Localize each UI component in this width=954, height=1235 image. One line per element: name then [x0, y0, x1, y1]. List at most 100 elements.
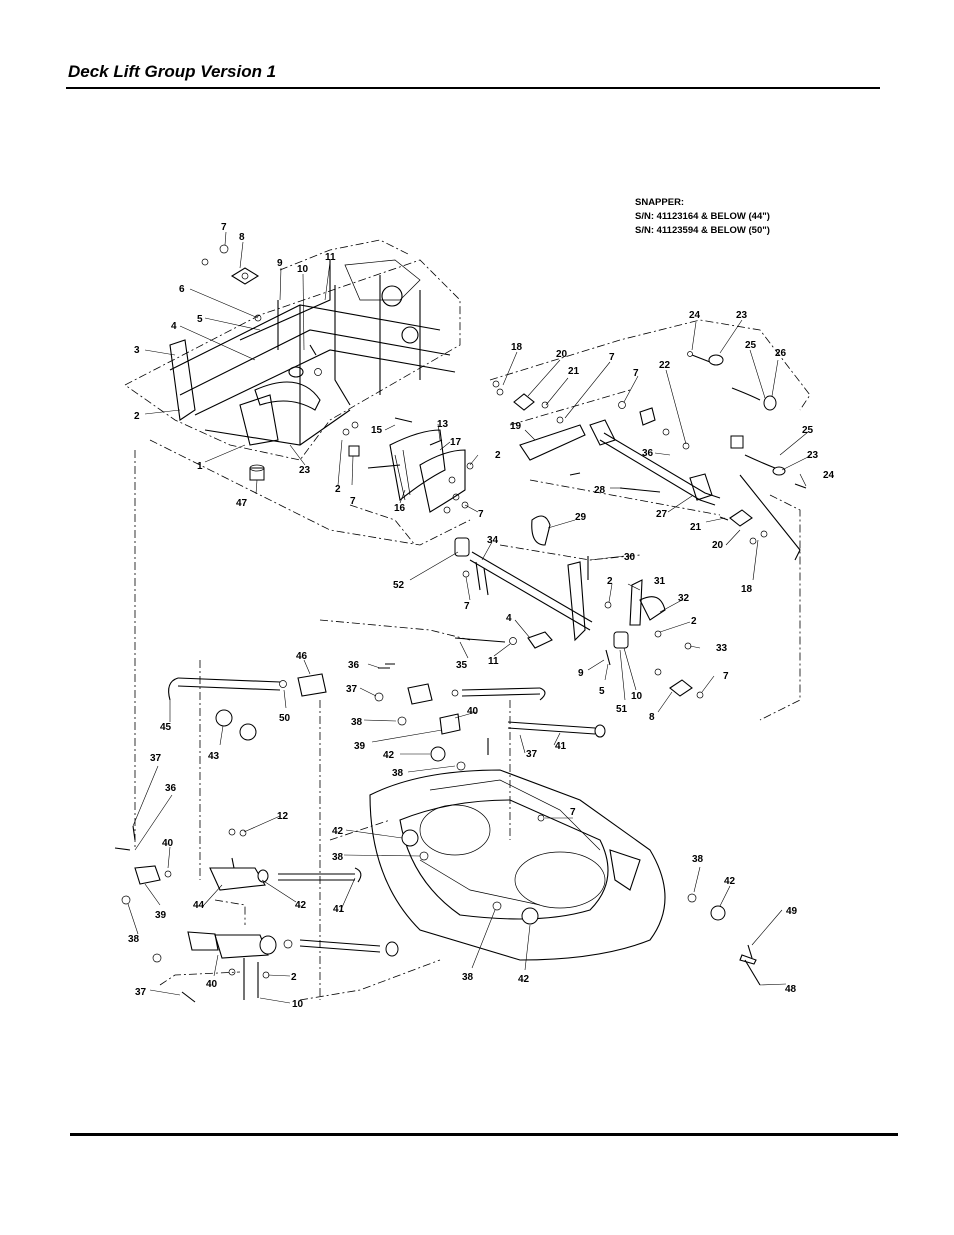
callout-41: 41 — [555, 741, 567, 752]
callout-42: 42 — [724, 876, 736, 887]
callout-40: 40 — [467, 706, 479, 717]
callout-7: 7 — [478, 509, 484, 520]
callout-41: 41 — [333, 904, 345, 915]
callout-7: 7 — [570, 807, 576, 818]
callout-labels: 7 8 9 10 11 6 5 4 3 2 1 47 23 2 7 15 13 … — [128, 222, 835, 1010]
callout-25: 25 — [745, 340, 757, 351]
callout-19: 19 — [510, 421, 522, 432]
callout-7: 7 — [609, 352, 615, 363]
callout-37: 37 — [346, 684, 358, 695]
callout-42: 42 — [518, 974, 530, 985]
callout-21: 21 — [568, 366, 580, 377]
callout-7: 7 — [350, 496, 356, 507]
callout-38: 38 — [692, 854, 704, 865]
callout-20: 20 — [712, 540, 724, 551]
callout-35: 35 — [456, 660, 468, 671]
callout-23: 23 — [736, 310, 748, 321]
callout-8: 8 — [239, 232, 245, 243]
callout-42: 42 — [332, 826, 344, 837]
callout-51: 51 — [616, 704, 628, 715]
callout-36: 36 — [642, 448, 654, 459]
callout-40: 40 — [206, 979, 218, 990]
callout-22: 22 — [659, 360, 671, 371]
callout-39: 39 — [354, 741, 366, 752]
callout-36: 36 — [165, 783, 177, 794]
leader-lines — [127, 231, 811, 1004]
callout-4: 4 — [506, 613, 512, 624]
callout-7: 7 — [723, 671, 729, 682]
callout-11: 11 — [325, 252, 336, 263]
callout-24: 24 — [689, 310, 701, 321]
callout-9: 9 — [578, 668, 584, 679]
callout-31: 31 — [654, 576, 666, 587]
callout-6: 6 — [179, 284, 185, 295]
callout-16: 16 — [394, 503, 406, 514]
callout-30: 30 — [624, 552, 636, 563]
callout-4: 4 — [171, 321, 177, 332]
callout-20: 20 — [556, 349, 568, 360]
header-rule — [66, 87, 880, 89]
callout-10: 10 — [292, 999, 304, 1010]
callout-45: 45 — [160, 722, 172, 733]
callout-7: 7 — [633, 368, 639, 379]
callout-23: 23 — [807, 450, 819, 461]
callout-50: 50 — [279, 713, 291, 724]
callout-49: 49 — [786, 906, 798, 917]
callout-2: 2 — [691, 616, 697, 627]
note-line-1: SNAPPER: — [635, 197, 684, 208]
callout-25: 25 — [802, 425, 814, 436]
callout-11: 11 — [488, 656, 499, 667]
callout-13: 13 — [437, 419, 449, 430]
callout-39: 39 — [155, 910, 167, 921]
callout-43: 43 — [208, 751, 220, 762]
callout-37: 37 — [526, 749, 538, 760]
callout-42: 42 — [295, 900, 307, 911]
callout-8: 8 — [649, 712, 655, 723]
callout-17: 17 — [450, 437, 462, 448]
callout-27: 27 — [656, 509, 668, 520]
center-lift-shaft — [319, 515, 704, 699]
callout-38: 38 — [332, 852, 344, 863]
callout-18: 18 — [511, 342, 523, 353]
callout-37: 37 — [150, 753, 162, 764]
model-note: SNAPPER: S/N: 41123164 & BELOW (44") S/N… — [635, 197, 770, 236]
mower-frame — [124, 239, 471, 546]
callout-24: 24 — [823, 470, 835, 481]
callout-5: 5 — [599, 686, 605, 697]
deck-pivot-hardware — [687, 893, 761, 986]
callout-28: 28 — [594, 485, 606, 496]
callout-32: 32 — [678, 593, 690, 604]
height-sector-plates — [349, 417, 474, 546]
callout-5: 5 — [197, 314, 203, 325]
callout-7: 7 — [464, 601, 470, 612]
callout-38: 38 — [128, 934, 140, 945]
callout-1: 1 — [197, 461, 203, 472]
rockshaft-assembly — [489, 319, 811, 721]
callout-33: 33 — [716, 643, 728, 654]
page-title: Deck Lift Group Version 1 — [68, 62, 277, 81]
callout-40: 40 — [162, 838, 174, 849]
callout-2: 2 — [495, 450, 501, 461]
callout-23: 23 — [299, 465, 311, 476]
callout-37: 37 — [135, 987, 147, 998]
callout-12: 12 — [277, 811, 289, 822]
callout-38: 38 — [462, 972, 474, 983]
callout-7: 7 — [221, 222, 227, 233]
callout-34: 34 — [487, 535, 499, 546]
callout-42: 42 — [383, 750, 395, 761]
callout-38: 38 — [392, 768, 404, 779]
callout-2: 2 — [291, 972, 297, 983]
callout-44: 44 — [193, 900, 205, 911]
note-line-2: S/N: 41123164 & BELOW (44") — [635, 211, 770, 222]
front-deck-hangers — [114, 825, 399, 1003]
callout-9: 9 — [277, 258, 283, 269]
callout-2: 2 — [607, 576, 613, 587]
mower-deck — [299, 769, 666, 1001]
callout-52: 52 — [393, 580, 405, 591]
callout-36: 36 — [348, 660, 360, 671]
callout-10: 10 — [297, 264, 309, 275]
footer-rule — [70, 1133, 898, 1136]
callout-38: 38 — [351, 717, 363, 728]
callout-15: 15 — [371, 425, 383, 436]
